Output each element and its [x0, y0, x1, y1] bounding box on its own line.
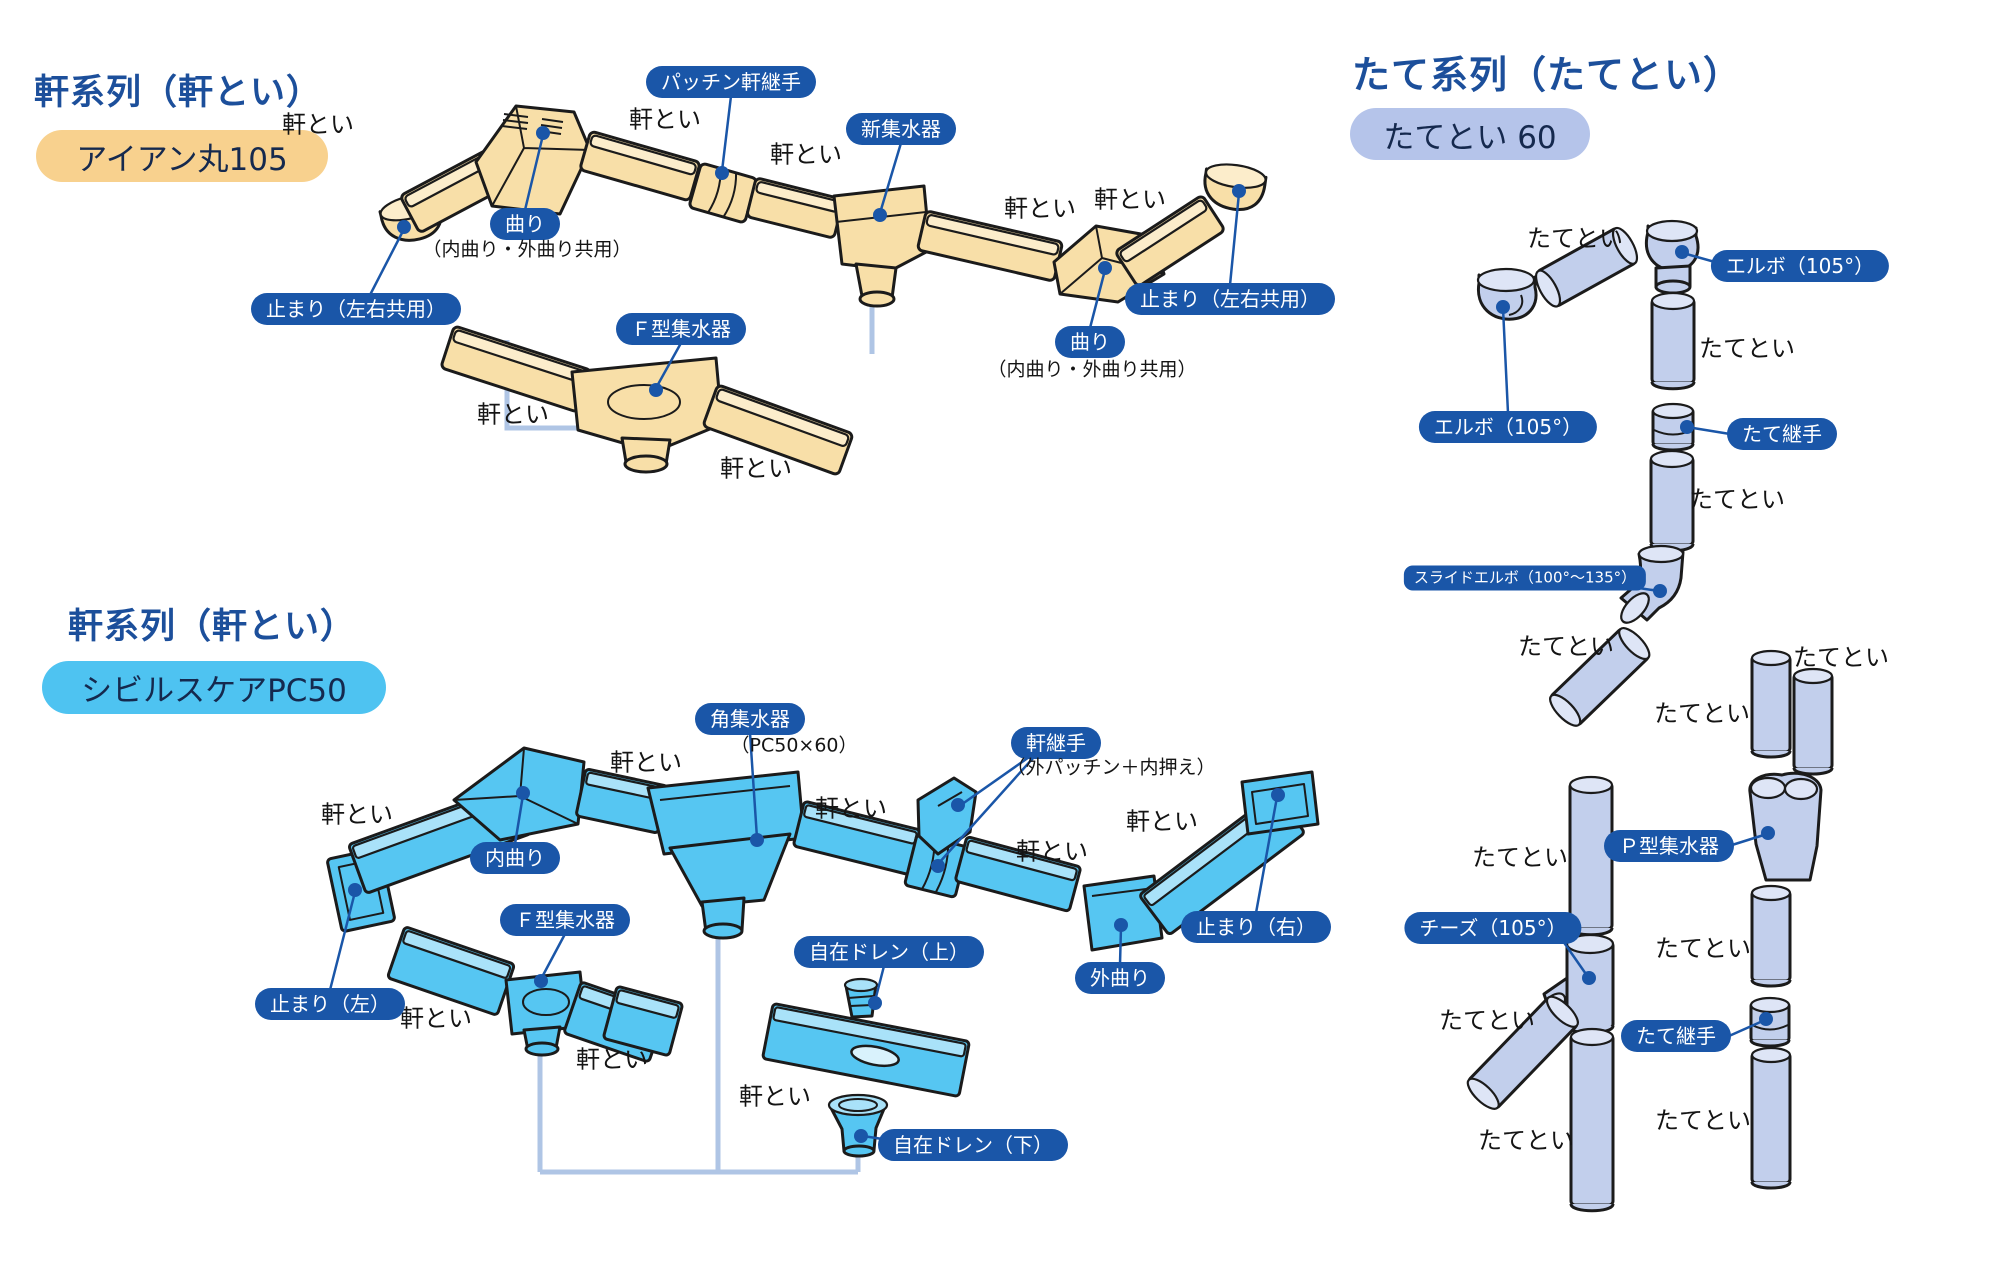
gutter-segment	[440, 325, 592, 413]
eave-joint-part	[916, 776, 978, 856]
pipe-part	[1534, 226, 1639, 308]
free-drain-upper-pill: 自在ドレン（上）	[794, 936, 984, 968]
f-collector-part	[504, 970, 588, 1057]
gutter-label: 軒とい	[1016, 837, 1088, 866]
anchor-dots	[348, 126, 1775, 1143]
gutter-segment	[746, 177, 844, 239]
gutter-label: 軒とい	[770, 140, 842, 169]
pipe-part	[1750, 884, 1792, 988]
pipe-part	[1568, 775, 1614, 937]
pipe-part	[1549, 627, 1651, 727]
tee-pill: チーズ（105°）	[1404, 912, 1582, 944]
pipe-part	[1649, 449, 1695, 553]
elbow-pill: エルボ（105°）	[1710, 250, 1890, 282]
gutter-label: 軒とい	[1094, 185, 1166, 214]
section3-heading: たて系列（たてとい）	[1352, 53, 1743, 97]
gutter-label: 軒とい	[629, 105, 701, 134]
gutter-segment	[1115, 195, 1225, 287]
pipe-label: たてとい	[1689, 485, 1785, 514]
end-right-part	[1240, 770, 1320, 836]
pipe-part	[1466, 995, 1579, 1110]
bend-corner-part	[474, 104, 592, 216]
new-collector-part	[832, 184, 932, 308]
gutter-label: 軒とい	[477, 400, 549, 429]
pipe-part	[1750, 1046, 1792, 1190]
gutter-label: 軒とい	[1126, 807, 1198, 836]
pipe-label: たてとい	[1654, 699, 1750, 728]
gutter-label: 軒とい	[815, 794, 887, 823]
pipe-label: たてとい	[1655, 934, 1751, 963]
tatetoi-60-parts	[1466, 219, 1834, 1213]
pipe-label: たてとい	[1793, 643, 1889, 672]
bend-caption: （内曲り・外曲り共用）	[422, 238, 632, 261]
inner-bend-pill: 内曲り	[470, 842, 560, 874]
pipe-label: たてとい	[1439, 1006, 1535, 1035]
f-collector-pill: Ｆ型集水器	[500, 904, 630, 936]
gutter-label: 軒とい	[400, 1004, 472, 1033]
end-cap-pill: 止まり（左右共用）	[251, 293, 461, 325]
pipe-joint-pill: たて継手	[1621, 1020, 1731, 1052]
end-left-pill: 止まり（左）	[255, 988, 405, 1020]
free-drain-upper-part	[843, 977, 879, 1019]
pipe-joint-part	[1749, 996, 1791, 1048]
gutter-segment	[579, 130, 701, 202]
free-drain-lower-pill: 自在ドレン（下）	[878, 1129, 1068, 1161]
bend-pill: 曲り	[1055, 326, 1125, 358]
outer-bend-pill: 外曲り	[1075, 962, 1165, 994]
eave-joint-caption: （外パッチン＋内押え）	[1006, 756, 1216, 779]
pipe-joint-pill: たて継手	[1727, 418, 1837, 450]
end-cap-pill: 止まり（左右共用）	[1125, 283, 1335, 315]
gutter-label: 軒とい	[610, 748, 682, 777]
gutter-label: 軒とい	[321, 800, 393, 829]
gutter-segment	[386, 926, 516, 1016]
pipe-label: たてとい	[1699, 334, 1795, 363]
pipe-label: たてとい	[1655, 1106, 1751, 1135]
gutter-label: 軒とい	[739, 1082, 811, 1111]
p-collector-part	[1748, 771, 1823, 882]
gutter-segment	[954, 835, 1082, 913]
elbow-pill: エルボ（105°）	[1418, 411, 1598, 443]
gutter-segment	[702, 384, 854, 476]
pipe-label: たてとい	[1472, 843, 1568, 872]
gutter-label: 軒とい	[1004, 194, 1076, 223]
pipe-label: たてとい	[1527, 224, 1623, 253]
drain-gutter-part	[761, 1002, 971, 1098]
gutter-label: 軒とい	[576, 1045, 648, 1074]
section3-product-badge: たてとい 60	[1350, 108, 1590, 160]
bend-pill: 曲り	[490, 208, 560, 240]
f-collector-pill: Ｆ型集水器	[616, 313, 746, 345]
pipe-part	[1569, 1027, 1615, 1213]
section2-heading: 軒系列（軒とい）	[68, 607, 357, 647]
section1-heading: 軒系列（軒とい）	[34, 73, 323, 113]
slide-elbow-part	[1619, 544, 1685, 624]
bend-caption: （内曲り・外曲り共用）	[987, 358, 1197, 381]
p-collector-pill: Ｐ型集水器	[1604, 830, 1734, 862]
end-right-pill: 止まり（右）	[1181, 911, 1331, 943]
pipe-label: たてとい	[1518, 632, 1614, 661]
pacchin-joint-pill: パッチン軒継手	[646, 66, 816, 98]
gutter-label: 軒とい	[720, 454, 792, 483]
f-collector-part	[570, 356, 724, 474]
new-collector-pill: 新集水器	[846, 113, 956, 145]
gutter-segment	[602, 985, 684, 1057]
elbow-part	[1645, 219, 1700, 295]
pipe-part	[1650, 291, 1696, 391]
slide-elbow-pill: スライドエルボ（100°～135°）	[1403, 565, 1647, 591]
corner-collector-pill: 角集水器	[695, 703, 805, 735]
section1-product-badge: アイアン丸105	[36, 130, 328, 182]
elbow-part	[1476, 267, 1538, 321]
corner-collector-caption: （PC50×60）	[730, 734, 858, 757]
civil-scare-pc50-parts	[326, 746, 1320, 1158]
free-drain-lower-part	[827, 1093, 889, 1158]
corner-collector-part	[646, 770, 806, 940]
section2-product-badge: シビルスケアPC50	[42, 661, 386, 714]
pipe-part	[1750, 649, 1792, 759]
gutter-label: 軒とい	[282, 110, 354, 139]
pipe-label: たてとい	[1478, 1126, 1574, 1155]
pipe-part	[1792, 667, 1834, 776]
eave-joint-pill: 軒継手	[1011, 727, 1101, 759]
